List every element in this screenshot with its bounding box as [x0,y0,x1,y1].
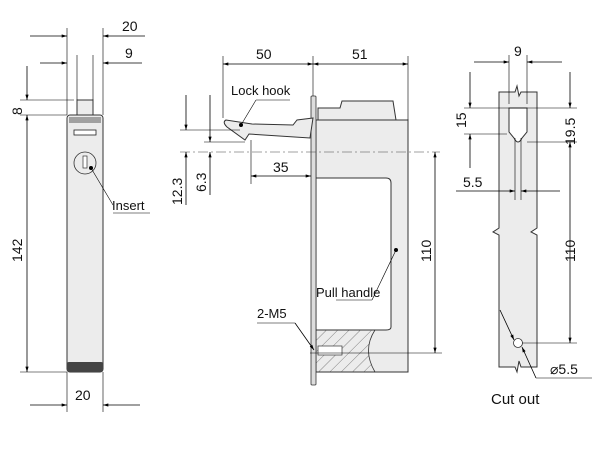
dim-hook-offset: 35 [273,159,289,175]
dim-hole-diameter: ⌀5.5 [550,361,578,377]
dim-slot-to-hole: 19.5 [562,118,578,145]
dim-hole-spacing: 110 [418,239,434,262]
dim-bottom-width: 20 [75,387,91,403]
dim-body-depth: 51 [352,46,368,62]
brand-plate [73,129,97,136]
lock-hook-label: Lock hook [231,83,291,98]
pull-handle-window [315,177,392,331]
lock-slot [508,107,528,143]
dim-slot-width: 9 [514,43,522,59]
mounting-hole [513,338,523,348]
latch-tab [76,99,94,117]
dim-slot-height: 15 [453,112,469,128]
screw-label: 2-M5 [257,306,287,321]
handle-body [66,114,104,373]
dim-hook-height-inner: 6.3 [193,172,209,192]
dim-tab-height: 8 [9,107,25,115]
dim-cutout-hole-spacing: 110 [562,239,578,262]
handle-bottom-cap [67,362,103,372]
lock-cylinder [73,151,97,175]
dim-tab-width: 9 [125,45,133,61]
insert-label: Insert [112,198,145,213]
pull-handle-label: Pull handle [316,285,380,300]
key-slot-icon [82,155,88,169]
front-view: Lock hook Pull handle 2-M5 50 51 35 12.3… [169,46,442,386]
dim-narrow-width: 5.5 [463,174,483,190]
side-view: Insert 20 9 8 142 20 [9,18,150,412]
dim-hook-length: 50 [256,46,272,62]
lock-hook [223,117,314,141]
cutout-view: ⌀5.5 9 15 19.5 110 5.5 Cut out [453,43,592,408]
dim-hook-height-outer: 12.3 [169,178,185,205]
dim-top-width: 20 [122,18,138,34]
cutout-title: Cut out [491,391,540,408]
dim-height: 142 [9,238,25,262]
mounting-plate [310,95,317,386]
handle-top-grip [317,100,397,121]
cutout-panel [492,84,538,374]
